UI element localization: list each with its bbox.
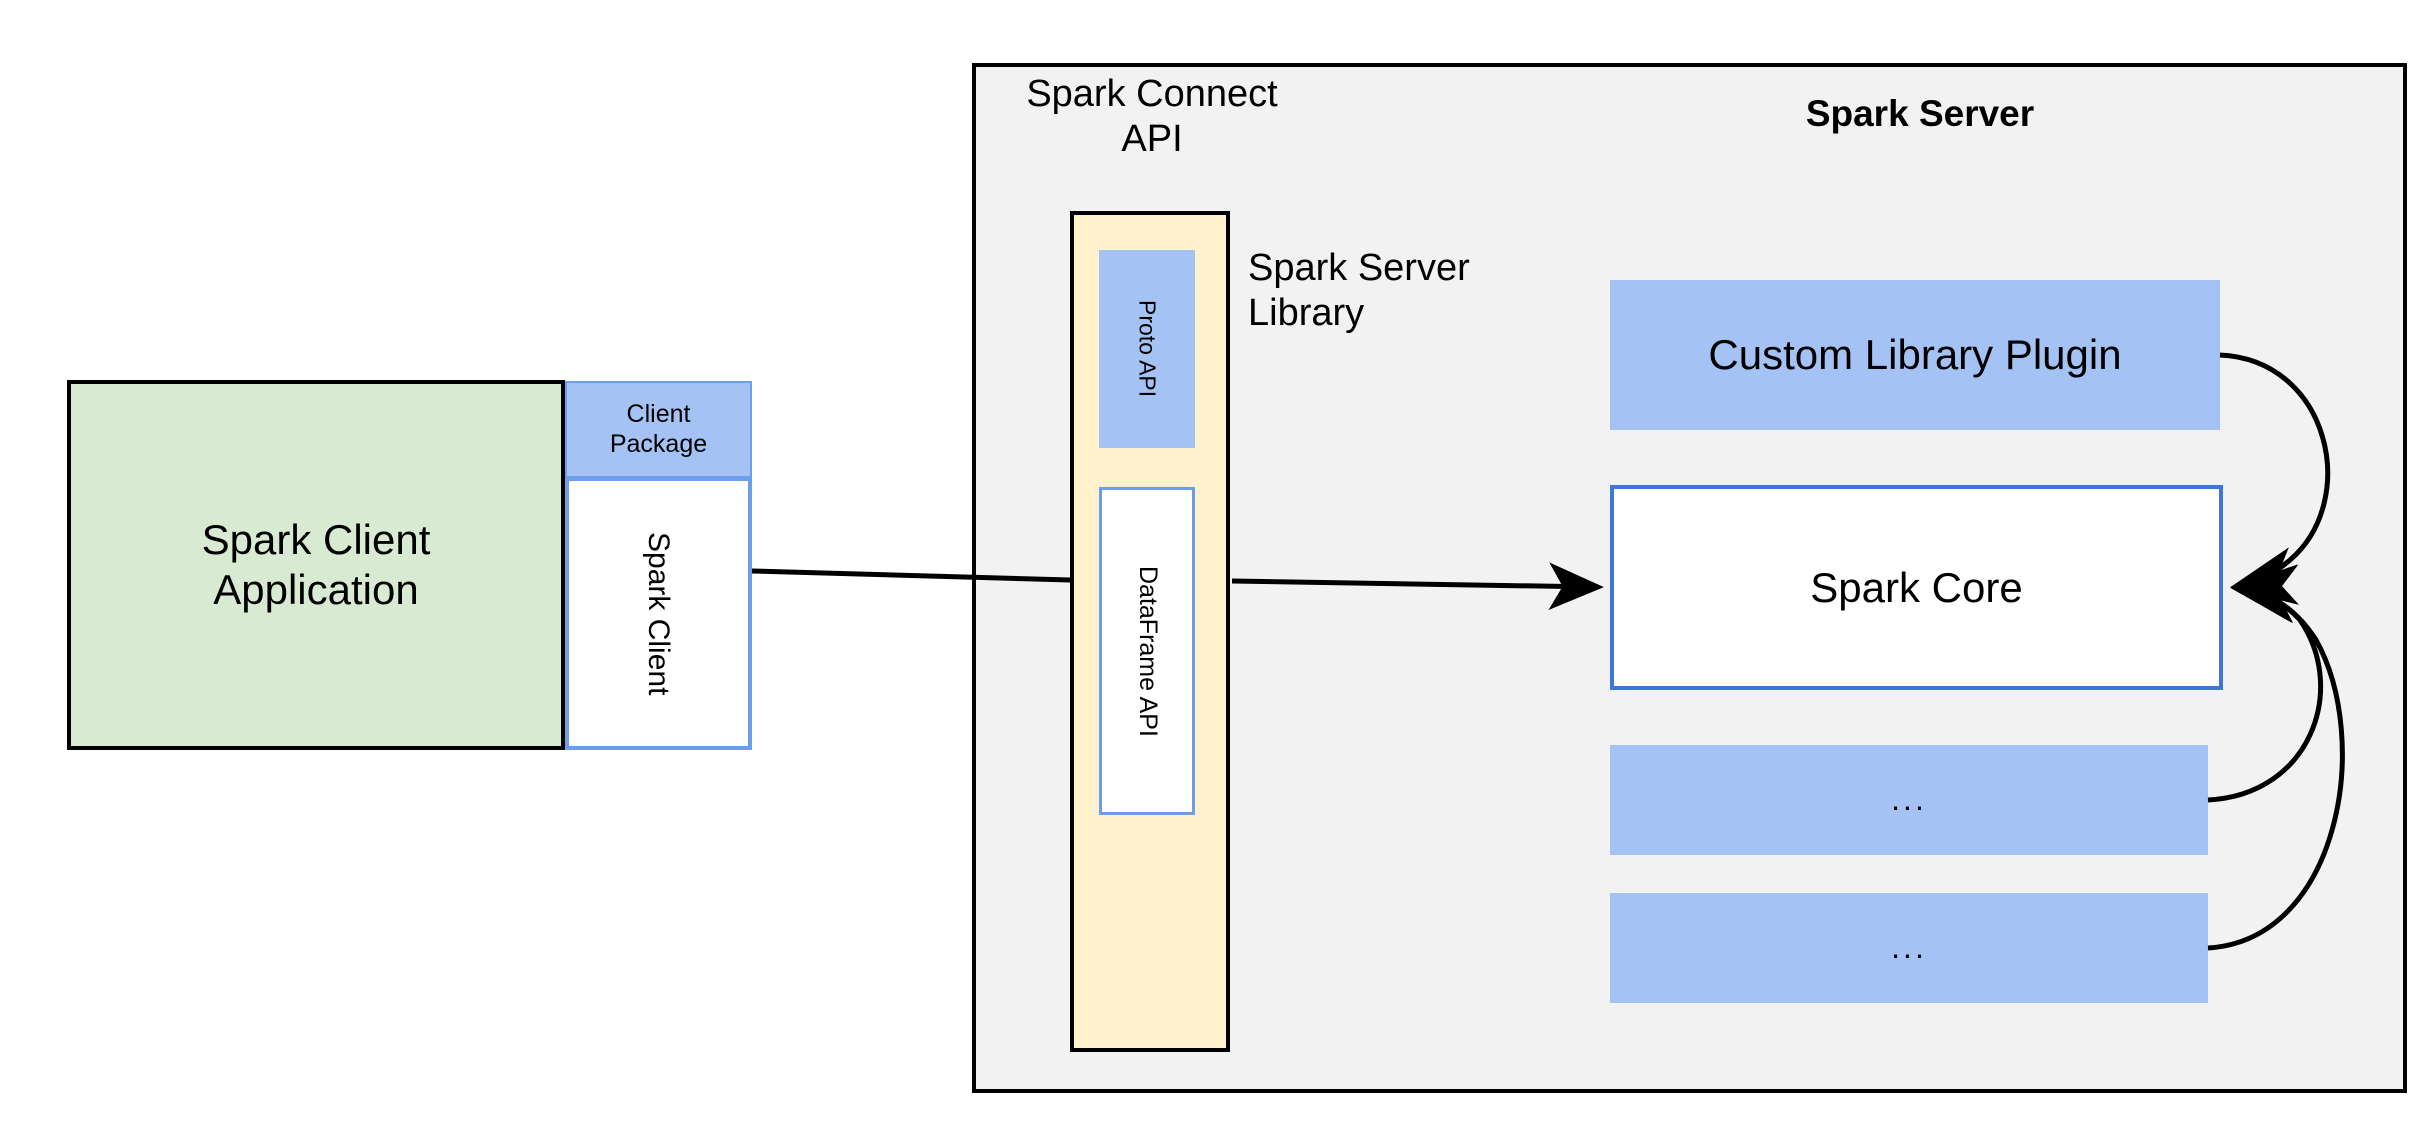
spark-server-title: Spark Server [1805,93,2035,135]
dataframe-api-label: DataFrame API [1133,565,1162,737]
ellipsis-label-2: ... [1891,929,1927,966]
spark-client-application-box[interactable]: Spark Client Application [67,380,565,750]
ellipsis-label-1: ... [1891,781,1927,818]
spark-connect-api-label: Spark Connect API [1026,73,1278,160]
spark-client-application-label: Spark Client Application [201,516,431,613]
spark-server-library-label: Spark Server Library [1248,247,1470,334]
spark-core-label: Spark Core [1810,563,2023,611]
client-package-label: Client Package [609,400,708,458]
ellipsis-box-1[interactable]: ... [1610,745,2208,855]
spark-client-label: Spark Client [642,531,676,696]
spark-core-box[interactable]: Spark Core [1610,485,2223,690]
proto-api-label: Proto API [1134,300,1161,398]
proto-api-box[interactable]: Proto API [1099,250,1195,448]
client-package-box[interactable]: Client Package [565,381,752,478]
custom-library-plugin-box[interactable]: Custom Library Plugin [1610,280,2220,430]
custom-library-plugin-label: Custom Library Plugin [1708,331,2122,379]
spark-client-box[interactable]: Spark Client [565,477,752,750]
dataframe-api-box[interactable]: DataFrame API [1099,487,1195,815]
ellipsis-box-2[interactable]: ... [1610,893,2208,1003]
